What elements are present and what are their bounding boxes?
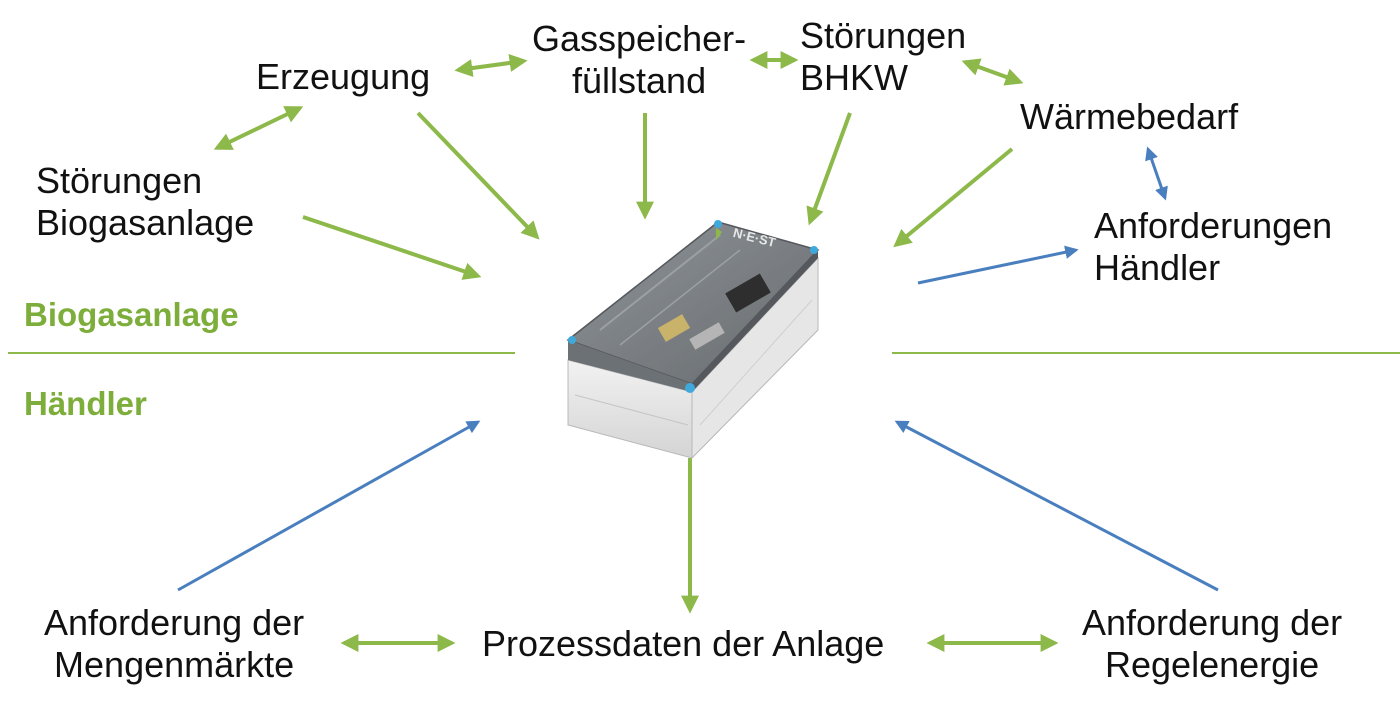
section-label-haendler: Händler	[24, 385, 147, 422]
arrow-erzeugung-gasspeicher	[454, 54, 528, 77]
arrow-waerme-anforderungen	[1145, 146, 1168, 201]
arrow-regel-device	[894, 420, 1219, 592]
node-stoerungen-bhkw: Störungen BHKW	[800, 15, 966, 99]
node-gasspeicher-line-2: füllstand	[572, 60, 707, 101]
node-erzeugung: Erzeugung	[256, 56, 430, 98]
node-anforderung-regel-line-2: Regelenergie	[1105, 644, 1320, 685]
node-waermebedarf: Wärmebedarf	[1020, 96, 1238, 138]
node-erzeugung-line-1: Erzeugung	[256, 56, 431, 97]
nest-device-image	[566, 220, 820, 460]
node-anforderung-mengenmaerkte: Anforderung der Mengenmärkte	[44, 602, 304, 686]
node-anforderungen-haendler-line-2: Händler	[1094, 247, 1221, 288]
node-gasspeicher-line-1: Gasspeicher-	[532, 18, 747, 59]
node-waermebedarf-line-1: Wärmebedarf	[1020, 96, 1239, 137]
arrow-erzeugung-device	[416, 111, 540, 240]
node-anforderung-mengen-line-2: Mengenmärkte	[54, 644, 295, 685]
arrow-waerme-device	[893, 147, 1014, 248]
node-stoerungen-biogasanlage: Störungen Biogasanlage	[36, 160, 254, 244]
node-anforderung-regel-line-1: Anforderung der	[1082, 602, 1343, 643]
node-prozessdaten-line-1: Prozessdaten der Anlage	[482, 623, 885, 664]
arrow-bhkw-device	[806, 112, 852, 226]
arrow-biogas-erzeugung	[213, 106, 304, 150]
node-anforderungen-haendler-line-1: Anforderungen	[1094, 205, 1333, 246]
node-stoerungen-biogas-line-1: Störungen	[36, 160, 203, 201]
node-anforderungen-haendler: Anforderungen Händler	[1094, 205, 1332, 289]
arrow-bhkw-waerme	[961, 58, 1024, 86]
arrow-mengen-device	[177, 420, 481, 592]
arrow-biogas-device	[302, 215, 482, 280]
node-stoerungen-bhkw-line-2: BHKW	[800, 57, 908, 98]
node-gasspeicherfuellstand: Gasspeicher- füllstand	[532, 18, 746, 102]
node-stoerungen-biogas-line-2: Biogasanlage	[36, 202, 255, 243]
section-label-biogasanlage: Biogasanlage	[24, 296, 239, 333]
arrow-device-haendler	[917, 245, 1079, 285]
node-prozessdaten: Prozessdaten der Anlage	[482, 623, 884, 665]
node-stoerungen-bhkw-line-1: Störungen	[800, 15, 967, 56]
node-anforderung-mengen-line-1: Anforderung der	[44, 602, 305, 643]
node-anforderung-regelenergie: Anforderung der Regelenergie	[1082, 602, 1342, 686]
